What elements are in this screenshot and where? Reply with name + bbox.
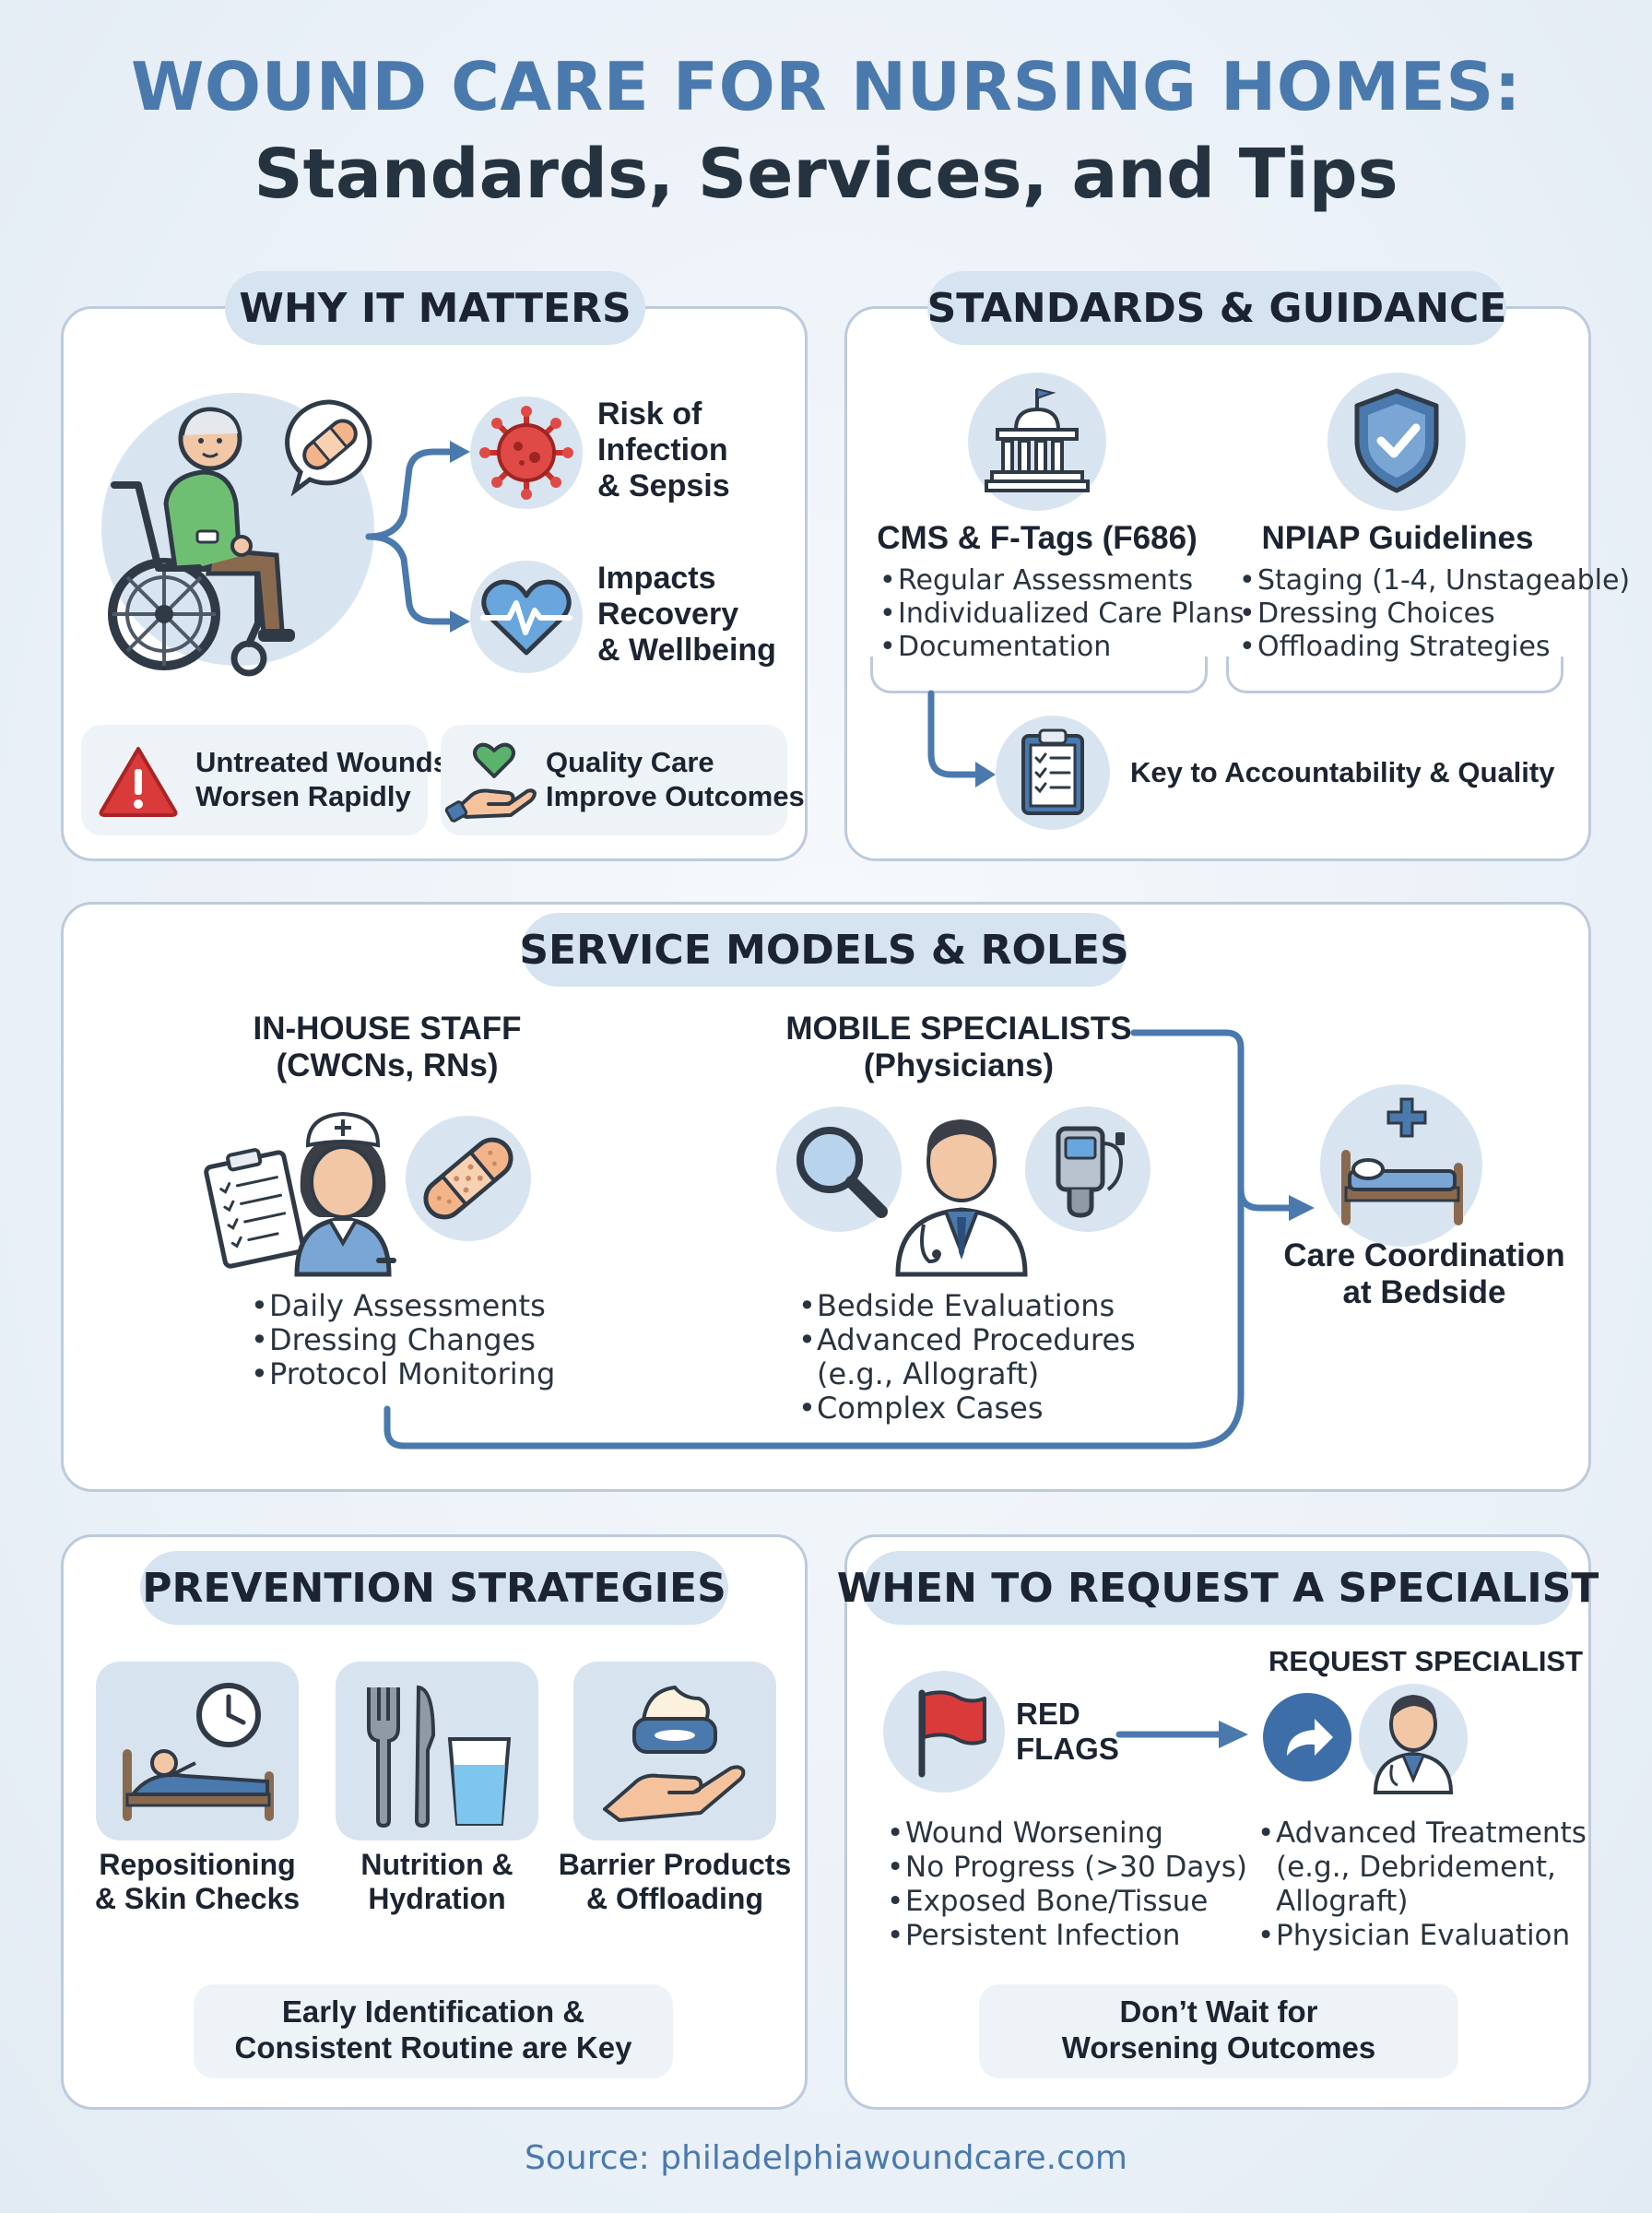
inhouse-item: Dressing Changes	[251, 1323, 555, 1358]
red-flag-item: Wound Worsening	[887, 1817, 1247, 1851]
mobile-specialists-title: MOBILE SPECIALISTS (Physicians)	[785, 1011, 1132, 1083]
early-identification-label: Early Identification & Consistent Routin…	[234, 1994, 632, 2065]
dont-wait-label: Don’t Wait for Worsening Outcomes	[1061, 1994, 1376, 2065]
bandage-icon	[423, 1137, 513, 1220]
prevention-heading: PREVENTION STRATEGIES	[140, 1551, 728, 1625]
mobile-item: Complex Cases	[798, 1391, 1136, 1426]
inhouse-title: IN-HOUSE STAFF (CWCNs, RNs)	[253, 1011, 522, 1083]
source-footer: Source: philadelphiawoundcare.com	[525, 2139, 1127, 2177]
capitol-building-icon	[985, 387, 1090, 492]
handheld-scanner-icon	[1056, 1126, 1125, 1218]
wheelchair-icon	[108, 407, 295, 677]
npiap-title: NPIAP Guidelines	[1261, 520, 1534, 556]
why-it-matters-heading: WHY IT MATTERS	[225, 271, 645, 345]
treatment-item: Advanced Treatments	[1257, 1817, 1587, 1851]
checklist-clipboard-icon	[1021, 728, 1084, 815]
nurse-icon	[204, 1111, 396, 1277]
request-specialist-label: REQUEST SPECIALIST	[1268, 1645, 1584, 1677]
branch-connector	[365, 441, 470, 633]
request-specialist-heading: WHEN TO REQUEST A SPECIALIST	[837, 1551, 1599, 1625]
quality-care-label: Quality Care Improve Outcomes	[546, 746, 805, 812]
red-flag-item: Exposed Bone/Tissue	[887, 1885, 1247, 1919]
red-flags-list: Wound Worsening No Progress (>30 Days) E…	[887, 1817, 1247, 1953]
heart-hand-icon	[444, 742, 537, 822]
mobile-specialists-list: Bedside Evaluations Advanced Procedures …	[798, 1289, 1136, 1426]
npiap-item: Staging (1-4, Unstageable)	[1239, 564, 1630, 598]
standards-heading: STANDARDS & GUIDANCE	[927, 271, 1506, 345]
nutrition-label: Nutrition & Hydration	[360, 1848, 513, 1915]
physician-icon	[895, 1119, 1028, 1277]
cms-item: Individualized Care Plans	[879, 598, 1245, 631]
barrier-label: Barrier Products & Offloading	[558, 1848, 792, 1915]
repositioning-label: Repositioning & Skin Checks	[94, 1848, 301, 1915]
cream-hand-icon	[603, 1685, 746, 1822]
cms-title: CMS & F-Tags (F686)	[877, 520, 1198, 556]
cms-item: Documentation	[879, 631, 1245, 664]
mobile-item: Advanced Procedures	[798, 1323, 1136, 1358]
heart-pulse-icon	[480, 579, 572, 656]
fork-knife-glass-icon	[367, 1685, 512, 1828]
key-accountability-label: Key to Accountability & Quality	[1130, 756, 1555, 788]
cms-underline-bracket	[870, 657, 1208, 693]
share-arrow-icon	[1263, 1693, 1351, 1781]
service-flow-connector	[384, 1029, 1315, 1450]
untreated-wounds-label: Untreated Wounds Worsen Rapidly	[195, 746, 449, 812]
cms-item: Regular Assessments	[879, 564, 1245, 598]
cms-list: Regular Assessments Individualized Care …	[879, 564, 1245, 664]
hospital-bed-icon	[1341, 1097, 1463, 1225]
npiap-item: Dressing Choices	[1239, 598, 1630, 631]
impacts-recovery-label: Impacts Recovery & Wellbeing	[597, 561, 776, 668]
treatment-item-cont: Allograft)	[1276, 1885, 1409, 1918]
treatment-item-cont: (e.g., Debridement,	[1276, 1851, 1556, 1884]
inhouse-item: Daily Assessments	[251, 1289, 555, 1324]
inhouse-item: Protocol Monitoring	[251, 1357, 555, 1392]
standards-flow-arrow	[927, 690, 996, 787]
page-subtitle: Standards, Services, and Tips	[254, 135, 1398, 214]
risk-infection-label: Risk of Infection & Sepsis	[597, 396, 730, 503]
treatments-list: Advanced Treatments (e.g., Debridement, …	[1257, 1817, 1587, 1953]
npiap-underline-bracket	[1226, 657, 1564, 693]
red-flag-item: Persistent Infection	[887, 1919, 1247, 1953]
page-title: WOUND CARE FOR NURSING HOMES:	[130, 48, 1521, 125]
mobile-item-cont: (e.g., Allograft)	[817, 1356, 1040, 1391]
early-identification-box	[194, 1984, 673, 2078]
treatment-item: Physician Evaluation	[1257, 1919, 1587, 1953]
bed-clock-icon	[123, 1683, 274, 1821]
virus-icon	[479, 406, 573, 500]
npiap-list: Staging (1-4, Unstageable) Dressing Choi…	[1239, 564, 1630, 664]
red-flags-arrow	[1115, 1721, 1248, 1748]
bandage-speech-bubble-icon	[285, 399, 372, 497]
warning-icon	[99, 747, 178, 817]
red-flag-icon	[918, 1689, 986, 1778]
magnifier-icon	[796, 1127, 888, 1218]
service-models-heading: SERVICE MODELS & ROLES	[519, 913, 1129, 987]
care-coordination-label: Care Coordination at Bedside	[1283, 1237, 1565, 1310]
npiap-item: Offloading Strategies	[1239, 631, 1630, 664]
shield-check-icon	[1354, 388, 1439, 493]
red-flags-label: RED FLAGS	[1016, 1697, 1119, 1766]
dont-wait-box	[979, 1984, 1458, 2078]
inhouse-list: Daily Assessments Dressing Changes Proto…	[251, 1289, 555, 1392]
mobile-item: Bedside Evaluations	[798, 1289, 1136, 1324]
red-flag-item: No Progress (>30 Days)	[887, 1851, 1247, 1885]
specialist-doctor-icon	[1373, 1695, 1454, 1794]
